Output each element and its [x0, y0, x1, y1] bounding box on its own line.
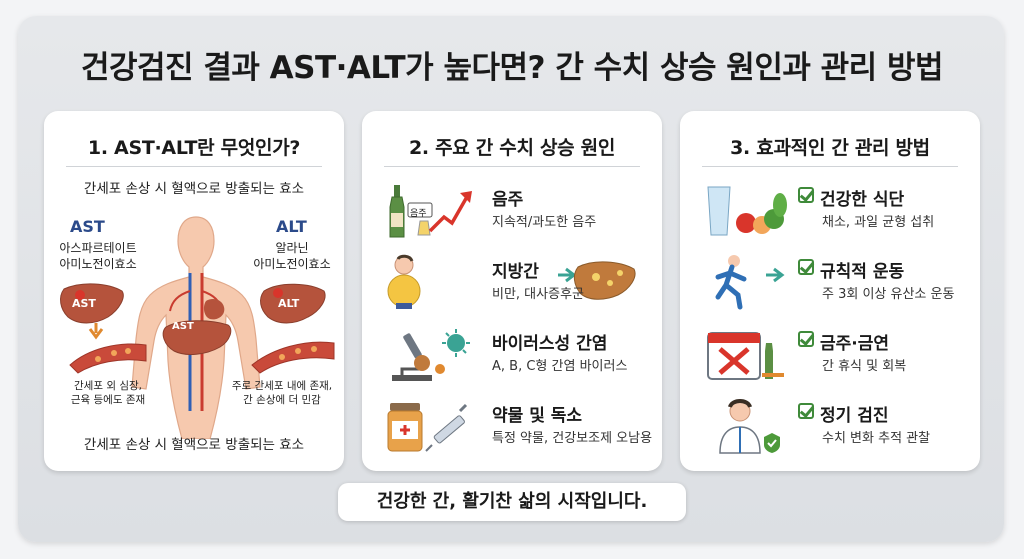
- ast-blood-vessel-icon: [69, 343, 147, 374]
- alt-full-name: 알라닌 아미노전이효소: [244, 240, 340, 272]
- management-item-no-alcohol-smoking: 금주·금연 간 휴식 및 회복: [700, 325, 964, 387]
- alt-liver-tag: ALT: [278, 297, 300, 310]
- cause-item-fatty-liver: 지방간 비만, 대사증후군: [382, 253, 646, 315]
- alt-name-line-1: 알라닌: [275, 241, 309, 255]
- card-title: 1. AST·ALT란 무엇인가?: [87, 137, 301, 159]
- management-item-checkup: 정기 검진 수치 변화 추적 관찰: [700, 397, 964, 459]
- management-desc: 채소, 과일 균형 섭취: [822, 215, 935, 230]
- fatty-liver-icon: [387, 254, 636, 309]
- divider: [702, 166, 958, 167]
- management-head: 건강한 식단: [820, 190, 905, 210]
- ast-label: AST: [70, 217, 105, 236]
- microscope-virus-icon: [392, 329, 470, 381]
- card-title: 2. 주요 간 수치 상승 원인: [408, 137, 616, 159]
- cause-head: 약물 및 독소: [492, 406, 583, 426]
- management-head: 정기 검진: [820, 406, 889, 426]
- ast-name-line-2: 아미노전이효소: [59, 257, 137, 271]
- cause-desc: 특정 약물, 건강보조제 오남용: [492, 431, 653, 446]
- cause-head: 지방간: [492, 262, 539, 282]
- card-causes: 2. 주요 간 수치 상승 원인 음주 음주 지속적/과도한 음주 지방간 비만…: [362, 111, 662, 471]
- alt-blood-vessel-icon: [251, 341, 335, 374]
- ast-note-line-1: 간세포 외 심장,: [74, 380, 142, 392]
- cause-desc: 지속적/과도한 음주: [492, 215, 597, 230]
- divider: [66, 166, 322, 167]
- cause-item-drugs-toxins: 약물 및 독소 특정 약물, 건강보조제 오남용: [382, 397, 652, 459]
- alt-note-line-2: 간 손상에 더 민감: [243, 394, 321, 406]
- card-ast-alt-definition: 1. AST·ALT란 무엇인가? 간세포 손상 시 혈액으로 방출되는 효소 …: [44, 111, 344, 471]
- alcohol-bottle-icon: [389, 185, 472, 238]
- cause-item-viral-hepatitis: 바이러스성 간염 A, B, C형 간염 바이러스: [382, 325, 646, 387]
- runner-icon: [715, 255, 785, 310]
- card-title: 3. 효과적인 간 관리 방법: [730, 137, 930, 159]
- alcohol-icon-label: 음주: [410, 209, 427, 219]
- management-desc: 간 휴식 및 회복: [822, 359, 907, 374]
- ast-liver-icon: [60, 283, 124, 324]
- calendar-no-alcohol-icon: [707, 332, 784, 380]
- ast-liver-tag: AST: [72, 297, 96, 310]
- footer-banner: 건강한 간, 활기찬 삶의 시작입니다.: [338, 483, 686, 521]
- card-management: 3. 효과적인 간 관리 방법 건강한 식단 채소, 과일 균형 섭취 규칙적 …: [680, 111, 980, 471]
- checkbox-icon: [798, 187, 814, 203]
- cause-desc: A, B, C형 간염 바이러스: [492, 359, 628, 374]
- cause-desc: 비만, 대사증후군: [492, 287, 584, 302]
- body-liver-tag: AST: [172, 321, 194, 332]
- checkbox-icon: [798, 403, 814, 419]
- page-title: 건강검진 결과 AST·ALT가 높다면? 간 수치 상승 원인과 관리 방법: [80, 50, 944, 86]
- alt-note: 주로 간세포 내에 존재, 간 손상에 더 민감: [222, 379, 342, 407]
- cause-item-alcohol: 음주 음주 지속적/과도한 음주: [382, 181, 646, 243]
- cause-head: 바이러스성 간염: [492, 334, 608, 354]
- ast-name-line-1: 아스파르테이트: [59, 241, 137, 255]
- management-item-diet: 건강한 식단 채소, 과일 균형 섭취: [700, 181, 964, 243]
- cause-head: 음주: [492, 190, 524, 210]
- ast-note-line-2: 근육 등에도 존재: [70, 394, 146, 406]
- checkbox-icon: [798, 331, 814, 347]
- management-desc: 수치 변화 추적 관찰: [822, 431, 931, 446]
- management-head: 금주·금연: [820, 334, 890, 354]
- checkbox-icon: [798, 259, 814, 275]
- healthy-food-icon: [707, 186, 787, 236]
- alt-liver-icon: [260, 283, 326, 324]
- management-desc: 주 3회 이상 유산소 운동: [822, 287, 955, 302]
- alt-note-line-1: 주로 간세포 내에 존재,: [231, 380, 333, 392]
- card-subtitle-bottom: 간세포 손상 시 혈액으로 방출되는 효소: [83, 437, 305, 453]
- doctor-icon: [719, 399, 780, 454]
- human-body-illustration: [131, 216, 261, 439]
- medicine-syringe-icon: [387, 403, 468, 452]
- ast-full-name: 아스파르테이트 아미노전이효소: [50, 240, 146, 272]
- ast-note: 간세포 외 심장, 근육 등에도 존재: [50, 379, 166, 407]
- alt-name-line-2: 아미노전이효소: [253, 257, 331, 271]
- card-subtitle-top: 간세포 손상 시 혈액으로 방출되는 효소: [83, 181, 305, 197]
- divider: [384, 166, 640, 167]
- management-item-exercise: 규칙적 운동 주 3회 이상 유산소 운동: [700, 253, 964, 315]
- ast-down-arrow-icon: [88, 323, 104, 340]
- management-head: 규칙적 운동: [820, 262, 905, 282]
- alt-label: ALT: [276, 217, 307, 236]
